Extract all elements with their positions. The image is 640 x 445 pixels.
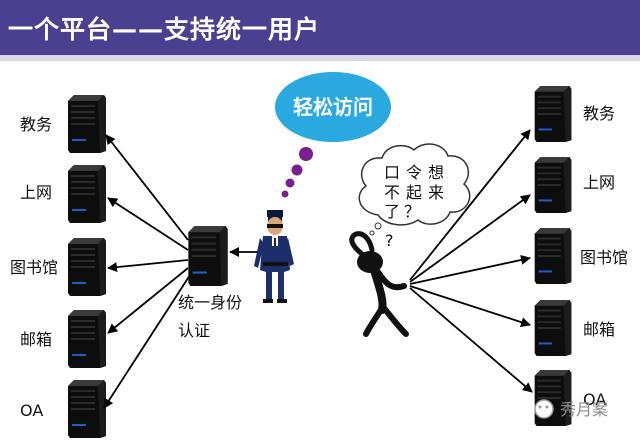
left-label-shangwang: 上网 [20,183,52,202]
thought-line3: 了？ [384,202,424,221]
left-label-mail: 邮箱 [20,330,52,349]
arrow-to-right-2 [409,194,531,283]
auth-label-line1: 统一身份 [178,293,242,312]
thought-line2: 不起来 [384,183,450,202]
left-label-oa: OA [20,401,43,420]
left-label-jiaowu: 教务 [20,115,52,134]
arrow-to-right-3 [409,255,531,285]
left-server-3: 图书馆 [10,238,106,296]
arrow-to-left-5 [103,274,191,409]
right-server-5: OA [534,370,606,426]
password-thought-cloud: 口令想 不起来 了？ [358,143,471,236]
arrow-to-right-5 [409,287,533,393]
right-server-1: 教务 [534,86,615,142]
question-mark: ? [385,231,394,250]
policeman-figure [254,210,294,303]
right-server-3: 图书馆 [534,228,628,284]
arrow-to-left-3 [107,259,189,273]
thought-line1: 口令想 [384,163,450,182]
left-arrows [103,134,191,409]
confused-stick-figure: ? [349,231,409,337]
right-label-mail: 邮箱 [583,320,615,339]
left-server-1: 教务 [20,95,106,153]
thought-dots [281,147,313,198]
arrow-to-left-1 [105,134,189,241]
auth-server [188,226,228,286]
right-arrows [409,129,533,393]
page-title: 一个平台——支持统一用户 [8,15,321,44]
watermark-text: 秀月案 [560,400,608,419]
auth-label-line2: 认证 [178,321,210,340]
right-label-shangwang: 上网 [583,173,615,192]
left-server-2: 上网 [20,165,106,223]
arrow-to-left-2 [107,197,189,251]
watermark: 秀月案 [534,399,608,419]
arrow-to-left-4 [107,267,189,334]
bubble-text: 轻松访问 [293,95,373,119]
left-server-4: 邮箱 [20,310,106,368]
right-server-2: 上网 [534,157,615,213]
arrow-to-right-4 [409,285,531,327]
left-label-library: 图书馆 [10,258,58,277]
arrow-to-right-1 [409,129,531,281]
right-label-jiaowu: 教务 [583,104,615,123]
left-server-5: OA [20,380,106,438]
easy-access-bubble: 轻松访问 [275,72,391,142]
right-server-4: 邮箱 [534,300,615,356]
right-label-oa: OA [583,390,606,409]
title-bar: 一个平台——支持统一用户 [0,0,640,55]
title-underline [0,55,640,61]
right-label-library: 图书馆 [580,248,628,267]
wechat-icon [534,399,554,419]
